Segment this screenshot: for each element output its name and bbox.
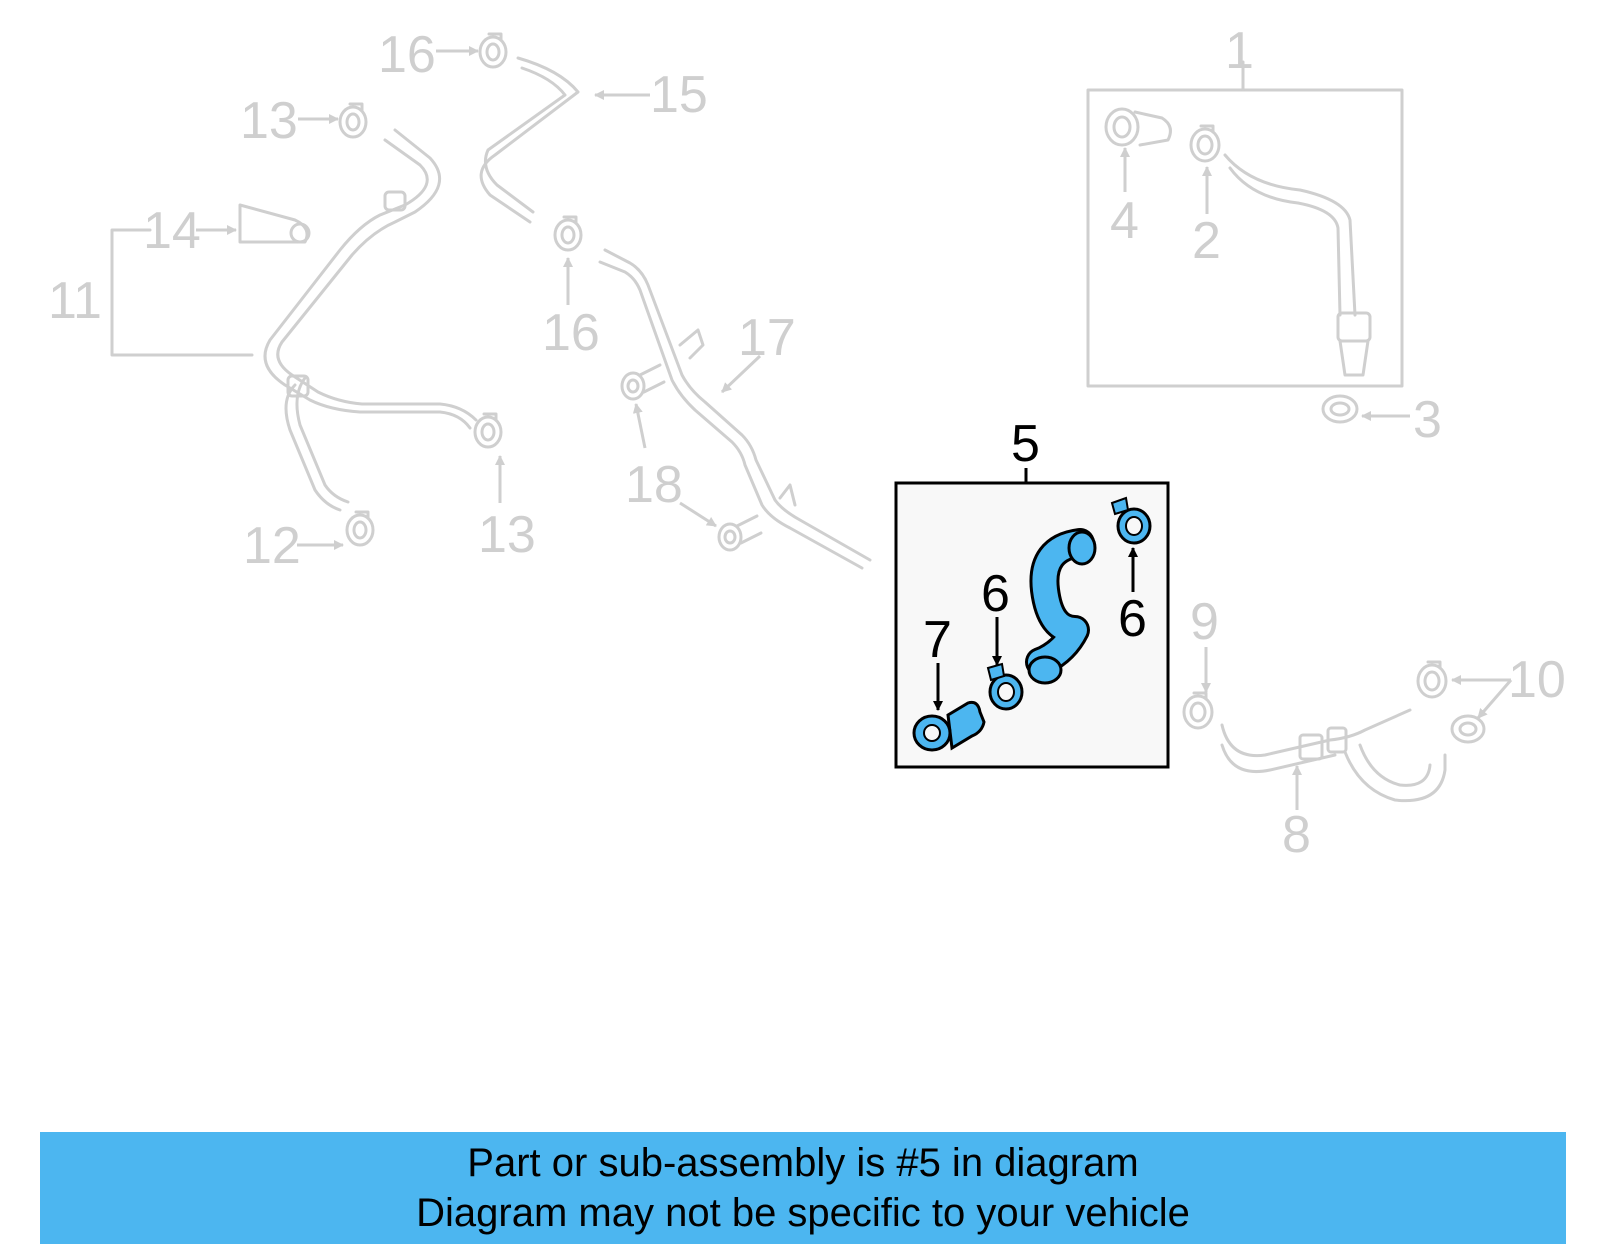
clamp-13-top (338, 102, 368, 139)
label-9: 9 (1190, 593, 1219, 651)
label-4: 4 (1110, 192, 1139, 250)
label-13-bottom: 13 (478, 506, 536, 564)
label-12: 12 (243, 517, 301, 575)
clamp-3 (1321, 394, 1359, 424)
banner-line-2: Diagram may not be specific to your vehi… (416, 1191, 1190, 1235)
label-7: 7 (923, 611, 952, 669)
clamp-9 (1182, 691, 1214, 730)
hose-11 (263, 138, 472, 430)
assembly-5 (894, 468, 1170, 769)
box-1 (1086, 88, 1404, 388)
label-10: 10 (1508, 651, 1566, 709)
label-6-left: 6 (981, 565, 1010, 623)
label-2: 2 (1192, 212, 1221, 270)
label-11: 11 (48, 272, 102, 330)
bolt-7 (912, 700, 986, 752)
label-5: 5 (1011, 415, 1040, 473)
label-16-mid: 16 (542, 304, 600, 362)
banner-line-1: Part or sub-assembly is #5 in diagram (467, 1141, 1139, 1185)
hose-8 (1220, 708, 1412, 758)
clamp-6-right (1110, 496, 1152, 545)
clamp-13-bottom (473, 412, 503, 449)
label-17: 17 (738, 309, 796, 367)
label-8: 8 (1282, 806, 1311, 864)
hose-2 (1223, 153, 1357, 317)
label-3: 3 (1413, 391, 1442, 449)
clamp-10-top (1416, 660, 1448, 699)
bolt-18-top (620, 363, 666, 401)
bolt-18-bottom (717, 514, 763, 552)
clamp-10-bottom (1450, 714, 1486, 744)
label-15: 15 (650, 66, 708, 124)
clamp-16-top (478, 32, 508, 69)
label-6-right: 6 (1118, 590, 1147, 648)
clamp-16-mid (553, 215, 583, 252)
hose-15 (479, 56, 580, 224)
pipe-17 (603, 248, 872, 562)
label-16-top: 16 (378, 26, 436, 84)
clamp-2 (1189, 124, 1221, 163)
label-1: 1 (1225, 22, 1254, 80)
connector-4 (1104, 107, 1172, 147)
bracket-11 (110, 228, 254, 357)
label-14: 14 (143, 202, 201, 260)
label-13-top: 13 (240, 92, 298, 150)
label-18: 18 (625, 456, 683, 514)
clamp-6-left (986, 662, 1024, 711)
clamp-12 (345, 510, 375, 547)
info-banner: Part or sub-assembly is #5 in diagram Di… (40, 1132, 1566, 1244)
